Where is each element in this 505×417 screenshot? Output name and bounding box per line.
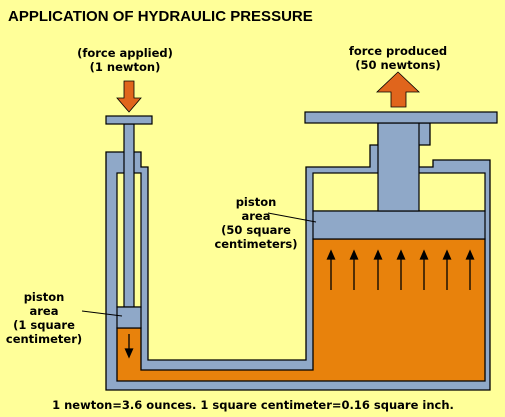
small-piston-rod [123,123,135,308]
left-piston-label-1: piston [24,290,65,304]
force-applied-arrow [116,80,142,113]
force-produced-value: (50 newtons) [355,58,441,72]
left-piston-label-3: (1 square [13,318,75,332]
right-piston-leader [267,212,317,223]
force-produced-label: force produced [349,44,447,58]
small-piston-handle [105,115,153,125]
large-piston-platform [304,111,498,124]
small-piston-head [116,306,142,329]
left-piston-label-2: area [30,304,59,318]
force-applied-label: (force applied) [77,46,173,60]
force-applied-value: (1 newton) [90,60,161,74]
large-cylinder-pressure-arrows [326,249,475,290]
right-piston-label-2: area [242,209,271,223]
diagram-title: APPLICATION OF HYDRAULIC PRESSURE [8,8,313,25]
force-produced-arrow [376,71,420,108]
small-cylinder-pressure-arrow [124,334,134,359]
left-piston-label-4: centimeter) [6,332,82,346]
large-piston-head [312,210,486,240]
right-piston-label-4: centimeters) [214,237,297,251]
left-piston-leader [81,310,123,317]
right-piston-label-3: (50 square [221,223,291,237]
large-piston-rod [377,122,420,212]
right-piston-label-1: piston [236,195,277,209]
units-footnote: 1 newton=3.6 ounces. 1 square centimeter… [52,398,454,412]
